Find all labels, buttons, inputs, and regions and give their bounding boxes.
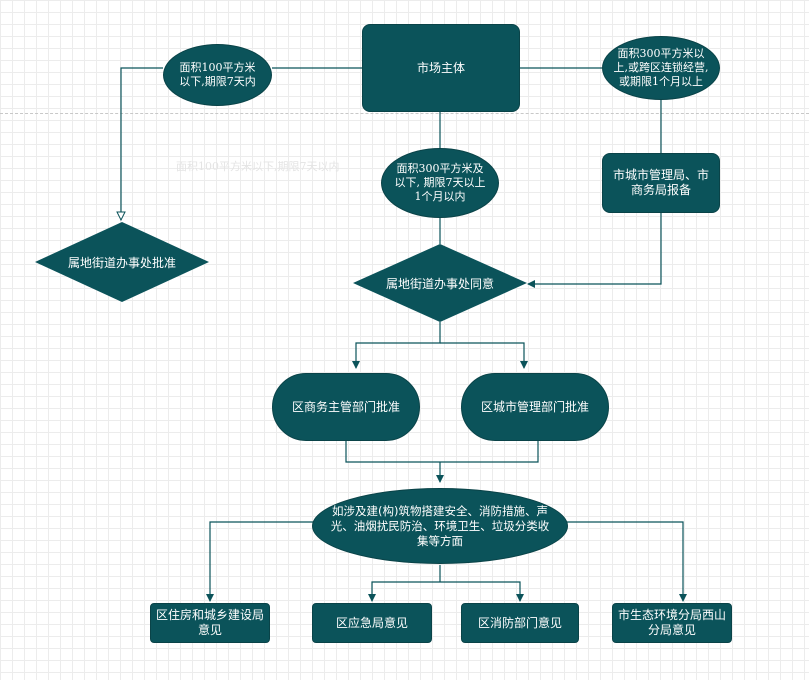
housing-bureau-node[interactable]: 区住房和城乡建设局意见: [150, 603, 270, 643]
connector-small-to-street-approve: [121, 67, 163, 220]
market-entity-node[interactable]: 市场主体: [362, 24, 520, 112]
page-guide-line: [0, 113, 809, 114]
aspects-node[interactable]: 如涉及建(构)筑物搭建安全、消防措施、声光、油烟扰民防治、环境卫生、垃圾分类收集…: [312, 488, 568, 564]
street-approve-diamond: [35, 222, 209, 302]
connector-to-emergency: [368, 581, 440, 602]
large-area-node[interactable]: 面积300平方米以上,或跨区连锁经营,或期限1个月以上: [602, 36, 720, 100]
street-agree-diamond: [353, 244, 527, 322]
emergency-bureau-node[interactable]: 区应急局意见: [312, 603, 432, 643]
commerce-dept-node[interactable]: 区商务主管部门批准: [272, 373, 420, 441]
street-approve-label[interactable]: 属地街道办事处批准: [67, 255, 176, 270]
connector-report-to-street-agree: [527, 213, 662, 288]
connector-merge: [345, 441, 539, 463]
urban-dept-node[interactable]: 区城市管理部门批准: [461, 373, 609, 441]
connector-aspects-to-housing: [206, 521, 318, 602]
city-report-node[interactable]: 市城市管理局、市商务局报备: [602, 153, 720, 213]
connector-to-fire: [440, 581, 524, 602]
fire-dept-node[interactable]: 区消防部门意见: [461, 603, 579, 643]
connector-aspects-to-eco: [560, 521, 687, 602]
connector-to-urban-dept: [440, 342, 528, 369]
connector-street-agree-split: [352, 322, 441, 369]
small-area-node[interactable]: 面积100平方米以下,期限7天内: [163, 44, 272, 106]
ghost-label: 面积100平方米以下,期限7天以内: [176, 160, 340, 173]
street-agree-label[interactable]: 属地街道办事处同意: [385, 276, 494, 291]
mid-area-node[interactable]: 面积300平方米及以下, 期限7天以上1个月以内: [381, 148, 499, 218]
eco-bureau-node[interactable]: 市生态环境分局西山分局意见: [612, 603, 732, 643]
